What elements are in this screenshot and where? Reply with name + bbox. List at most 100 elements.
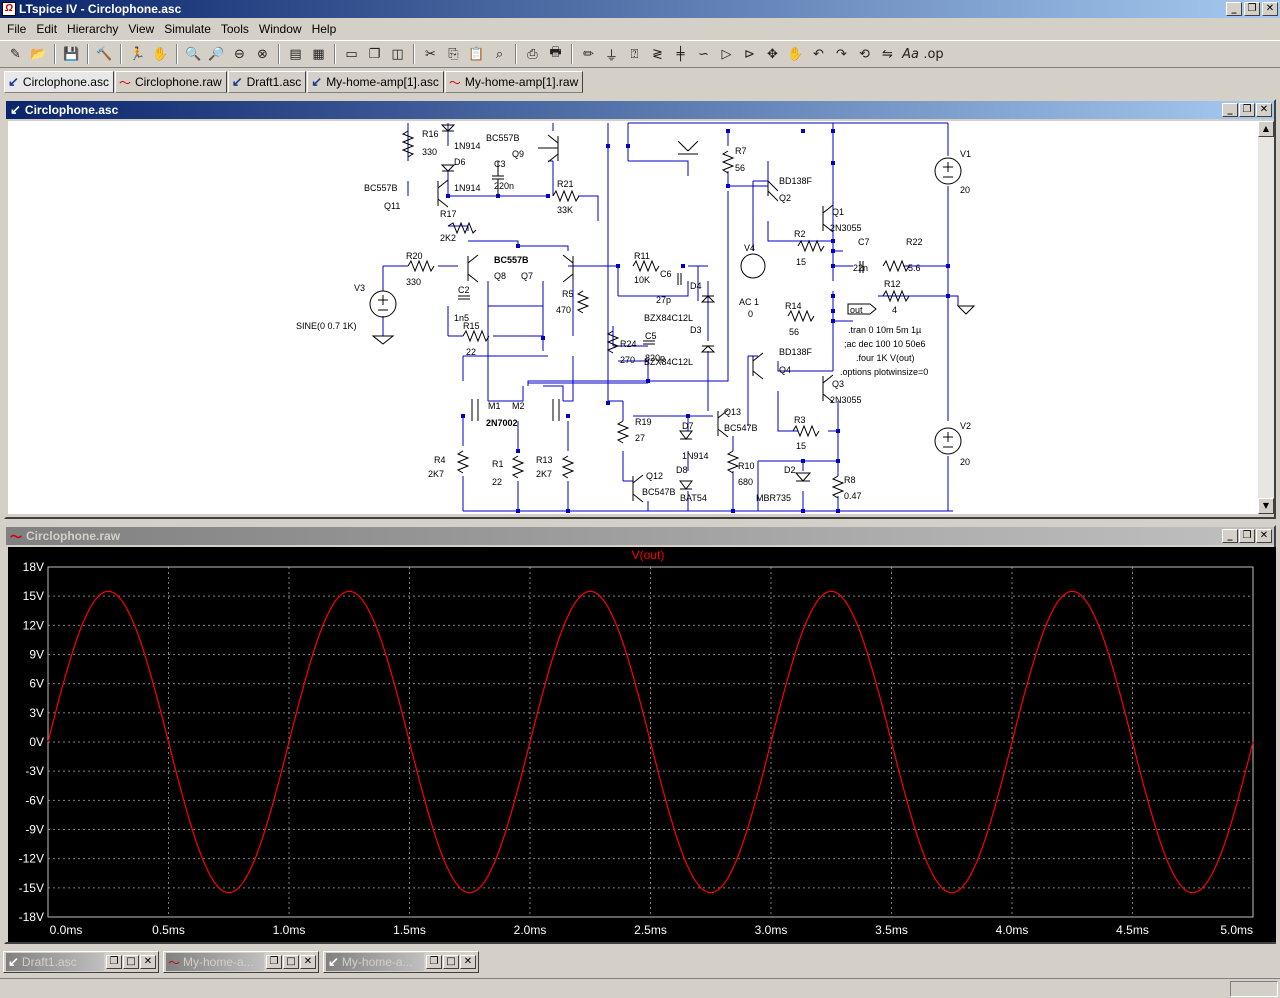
schematic-window: ↙ Circlophone.asc _ ❐ ✕ <box>4 99 1276 519</box>
minimized-window-my-home-amp-raw[interactable]: 〜My-home-a... ❐□✕ <box>163 951 319 973</box>
undo-icon[interactable]: ↶ <box>813 46 824 62</box>
close-button[interactable]: ✕ <box>1262 2 1278 16</box>
move-icon[interactable]: ✥ <box>767 46 778 62</box>
scroll-up-arrow-icon[interactable]: ▲ <box>1258 121 1274 137</box>
schematic-canvas[interactable]: R16 330 1N914 D6 1N914 BC557B C3 220n Q9… <box>8 121 1260 514</box>
close-button[interactable]: ✕ <box>1256 529 1272 543</box>
tab-my-home-amp-raw[interactable]: 〜My-home-amp[1].raw <box>444 71 584 93</box>
tab-label: Circlophone.asc <box>22 75 109 89</box>
menu-window[interactable]: Window <box>258 21 302 36</box>
label-r16: R16 <box>422 129 439 139</box>
menu-tools[interactable]: Tools <box>220 21 249 36</box>
value-d4: BZX84C12L <box>644 313 693 323</box>
rotate-icon[interactable]: ⟲ <box>859 46 870 62</box>
directive-four: .four 1K V(out) <box>856 353 915 363</box>
close-button[interactable]: ✕ <box>1256 103 1272 117</box>
autorange-icon[interactable]: ▤ <box>289 46 302 62</box>
restore-button[interactable]: ❐ <box>106 955 122 969</box>
grid-icon[interactable]: ▦ <box>312 46 325 62</box>
capacitor-icon[interactable]: ╪ <box>676 46 685 62</box>
menu-hierarchy[interactable]: Hierarchy <box>67 21 119 36</box>
label-icon[interactable]: ⍰ <box>630 46 639 62</box>
wire-icon[interactable]: ✏ <box>583 46 594 62</box>
minimize-button[interactable]: _ <box>1222 103 1238 117</box>
minimize-button[interactable]: _ <box>1226 2 1242 16</box>
paste-icon[interactable]: 📋 <box>468 46 485 62</box>
diode-icon[interactable]: ▷ <box>721 46 732 62</box>
menu-view[interactable]: View <box>128 21 155 36</box>
minimized-window-draft1[interactable]: ↙Draft1.asc ❐□✕ <box>3 951 159 973</box>
inductor-icon[interactable]: ∽ <box>698 46 709 62</box>
restore-button[interactable]: ❐ <box>1239 103 1255 117</box>
copy-icon[interactable]: ⎘ <box>448 46 459 62</box>
restore-button[interactable]: ❐ <box>1239 529 1255 543</box>
tile-horizontal-icon[interactable]: ▭ <box>345 46 358 62</box>
halt-icon[interactable]: ✋ <box>152 46 169 62</box>
x-tick-label: 2.0ms <box>514 923 547 937</box>
trace-label[interactable]: V(out) <box>632 548 665 562</box>
resistor-icon[interactable]: ≷ <box>652 46 663 62</box>
minimized-window-my-home-amp-asc[interactable]: ↙My-home-a... ❐□✕ <box>323 951 479 973</box>
tab-draft1-asc[interactable]: ↙Draft1.asc <box>227 71 307 93</box>
label-q9: Q9 <box>512 149 524 159</box>
ground-icon[interactable]: ⏚ <box>604 48 618 64</box>
schematic-vertical-scrollbar[interactable]: ▲ ▼ <box>1258 121 1274 514</box>
label-c6: C6 <box>660 269 672 279</box>
component-icon[interactable]: ⊳ <box>744 46 755 62</box>
tab-circlophone-asc[interactable]: ↙Circlophone.asc <box>4 71 114 93</box>
cascade-icon[interactable]: ❐ <box>368 46 381 62</box>
value-r13: 2K7 <box>536 469 552 479</box>
zoom-out-icon[interactable]: ⊖ <box>234 46 245 62</box>
close-button[interactable]: ✕ <box>460 955 476 969</box>
tab-my-home-amp-asc[interactable]: ↙My-home-amp[1].asc <box>307 71 444 93</box>
zoom-fit-icon[interactable]: ⊗ <box>257 46 268 62</box>
tab-circlophone-raw[interactable]: 〜Circlophone.raw <box>114 71 227 93</box>
restore-button[interactable]: ❐ <box>266 955 282 969</box>
mirror-icon[interactable]: ⇋ <box>882 46 893 62</box>
value-r15: 22 <box>466 347 476 357</box>
zoom-in-icon[interactable]: 🔍 <box>185 46 202 62</box>
label-d6: D6 <box>454 157 466 167</box>
toolbar-separator <box>87 44 89 64</box>
label-q4: Q4 <box>779 365 791 375</box>
restore-button[interactable]: ❐ <box>426 955 442 969</box>
zoom-pan-icon[interactable]: 🔎 <box>208 46 225 62</box>
new-schematic-icon[interactable]: ✎ <box>10 46 21 62</box>
print-setup-icon[interactable]: ⎙ <box>527 46 538 62</box>
find-icon[interactable]: ⌕ <box>495 46 504 62</box>
minimized-title: ↙My-home-a... <box>326 953 424 971</box>
value-d3: BZX84C12L <box>644 357 693 367</box>
maximize-button[interactable]: □ <box>283 955 299 969</box>
text-icon[interactable]: Aa <box>902 46 919 62</box>
value-r22: 5.6 <box>908 263 921 273</box>
menu-edit[interactable]: Edit <box>36 21 58 36</box>
close-button[interactable]: ✕ <box>300 955 316 969</box>
cut-icon[interactable]: ✂ <box>425 46 436 62</box>
minimize-button[interactable]: _ <box>1222 529 1238 543</box>
menu-simulate[interactable]: Simulate <box>164 21 211 36</box>
spice-directive-icon[interactable]: .op <box>923 46 944 62</box>
value-d7: 1N914 <box>682 451 709 461</box>
restore-button[interactable]: ❐ <box>1244 2 1260 16</box>
label-r5: R5 <box>562 289 574 299</box>
save-icon[interactable]: 💾 <box>63 46 80 62</box>
menu-help[interactable]: Help <box>311 21 337 36</box>
maximize-button[interactable]: □ <box>443 955 459 969</box>
v-out-trace <box>47 590 1254 894</box>
waveform-chart[interactable]: V(out) 18V15V12V9V6V3V0V-3V-6V-9V-12V-15… <box>8 547 1276 942</box>
drag-icon[interactable]: ✋ <box>787 46 804 62</box>
value-c7: 22n <box>853 263 868 273</box>
run-icon[interactable]: 🏃 <box>129 46 146 62</box>
maximize-button[interactable]: □ <box>123 955 139 969</box>
menu-file[interactable]: File <box>7 21 27 36</box>
open-icon[interactable]: 📂 <box>30 46 47 62</box>
close-button[interactable]: ✕ <box>140 955 156 969</box>
redo-icon[interactable]: ↷ <box>836 46 847 62</box>
print-icon[interactable]: 🖶 <box>549 45 562 60</box>
value-r4: 2K7 <box>428 469 444 479</box>
tile-vertical-icon[interactable]: ◫ <box>391 46 404 62</box>
scroll-down-arrow-icon[interactable]: ▼ <box>1258 498 1274 514</box>
control-panel-icon[interactable]: 🔨 <box>96 46 113 62</box>
